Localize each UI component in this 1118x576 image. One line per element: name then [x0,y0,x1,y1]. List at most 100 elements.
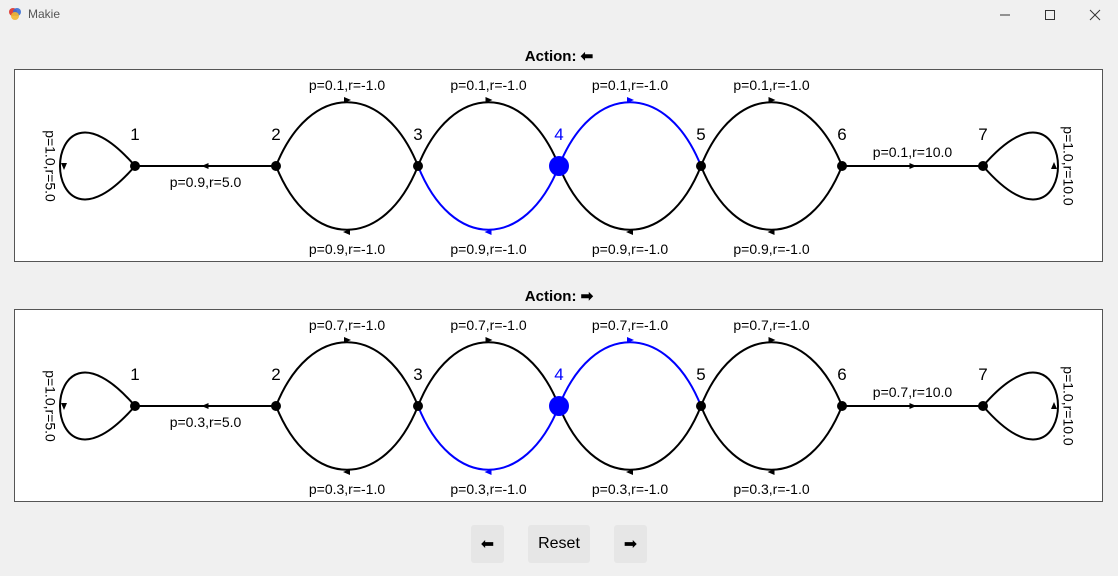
arrowhead [767,469,775,475]
upper-edge-3-4 [417,101,560,167]
self-loop-label-7: p=1.0,r=10.0 [1060,366,1076,446]
arrowhead [344,97,351,103]
upper-edge-label-5-6: p=0.1,r=-1.0 [733,77,809,93]
lower-edge-label-2-3: p=0.3,r=-1.0 [309,481,385,497]
arrowhead [343,469,350,475]
self-loop-edge-1 [59,131,136,201]
node-label-7: 7 [978,125,987,144]
lower-edge-2-3 [275,405,419,471]
node-label-5: 5 [696,125,705,144]
arrowhead [1051,402,1057,409]
node-label-1: 1 [130,125,139,144]
node-1 [130,161,140,171]
upper-edge-5-6 [700,101,843,167]
edge-label-6-to-7: p=0.7,r=10.0 [873,384,953,400]
reset-button[interactable]: Reset [528,525,590,563]
node-7 [978,401,988,411]
self-loop-label-1: p=1.0,r=5.0 [42,130,58,202]
close-button[interactable] [1072,0,1118,30]
node-5 [696,401,706,411]
arrowhead [201,403,209,409]
arrowhead [201,163,209,169]
lower-edge-label-5-6: p=0.9,r=-1.0 [733,241,809,257]
arrowhead [909,403,917,409]
lower-edge-5-6 [700,165,843,231]
upper-edge-2-3 [275,101,419,167]
node-label-6: 6 [837,365,846,384]
arrowhead [768,337,776,343]
node-5 [696,161,706,171]
panel-title-left-action: Action: ⬅ [524,48,594,65]
arrowhead [768,97,776,103]
lower-edge-4-5 [558,405,702,471]
step-right-button[interactable]: ➡ [614,525,647,563]
node-6 [837,161,847,171]
node-label-6: 6 [837,125,846,144]
edge-label-2-to-1: p=0.9,r=5.0 [170,174,242,190]
node-label-7: 7 [978,365,987,384]
lower-edge-label-3-4: p=0.9,r=-1.0 [450,241,526,257]
lower-edge-label-3-4: p=0.3,r=-1.0 [450,481,526,497]
node-label-4: 4 [554,365,563,384]
lower-edge-label-4-5: p=0.3,r=-1.0 [592,481,668,497]
minimize-icon [1000,14,1010,16]
lower-edge-label-4-5: p=0.9,r=-1.0 [592,241,668,257]
upper-edge-5-6 [700,341,843,407]
node-label-5: 5 [696,365,705,384]
self-loop-edge-7 [982,371,1059,441]
maximize-icon [1045,10,1055,20]
arrowhead [909,163,917,169]
node-6 [837,401,847,411]
panel-title-right-action: Action: ➡ [524,288,594,305]
node-2 [271,401,281,411]
upper-edge-label-4-5: p=0.1,r=-1.0 [592,77,668,93]
node-3 [413,161,423,171]
node-1 [130,401,140,411]
node-label-3: 3 [413,125,422,144]
upper-edge-label-3-4: p=0.7,r=-1.0 [450,317,526,333]
makie-logo-icon [9,8,21,20]
node-label-2: 2 [271,125,280,144]
lower-edge-4-5 [558,165,702,231]
upper-edge-label-5-6: p=0.7,r=-1.0 [733,317,809,333]
lower-edge-2-3 [275,165,419,231]
upper-edge-3-4 [417,341,560,407]
node-3 [413,401,423,411]
arrowhead [485,97,493,103]
node-2 [271,161,281,171]
arrowhead [61,403,67,410]
upper-edge-label-2-3: p=0.1,r=-1.0 [309,77,385,93]
minimize-button[interactable] [982,0,1028,30]
upper-edge-label-3-4: p=0.1,r=-1.0 [450,77,526,93]
arrowhead [626,469,633,475]
arrowhead [626,229,633,235]
node-4 [549,156,569,176]
arrowhead [484,229,492,235]
upper-edge-2-3 [275,341,419,407]
lower-edge-label-5-6: p=0.3,r=-1.0 [733,481,809,497]
self-loop-edge-1 [59,371,136,441]
arrowhead [627,337,634,343]
step-left-button[interactable]: ⬅ [471,525,504,563]
upper-edge-4-5 [558,101,702,167]
arrowhead [484,469,492,475]
window-title: Makie [28,7,61,21]
maximize-button[interactable] [1027,0,1073,30]
lower-edge-3-4 [417,405,560,471]
lower-edge-3-4 [417,165,560,231]
lower-edge-5-6 [700,405,843,471]
node-7 [978,161,988,171]
self-loop-edge-7 [982,131,1059,201]
edge-label-6-to-7: p=0.1,r=10.0 [873,144,953,160]
self-loop-label-1: p=1.0,r=5.0 [42,370,58,442]
arrowhead [344,337,351,343]
node-label-1: 1 [130,365,139,384]
arrowhead [343,229,350,235]
upper-edge-label-4-5: p=0.7,r=-1.0 [592,317,668,333]
node-label-3: 3 [413,365,422,384]
arrowhead [627,97,634,103]
arrowhead [1051,162,1057,169]
